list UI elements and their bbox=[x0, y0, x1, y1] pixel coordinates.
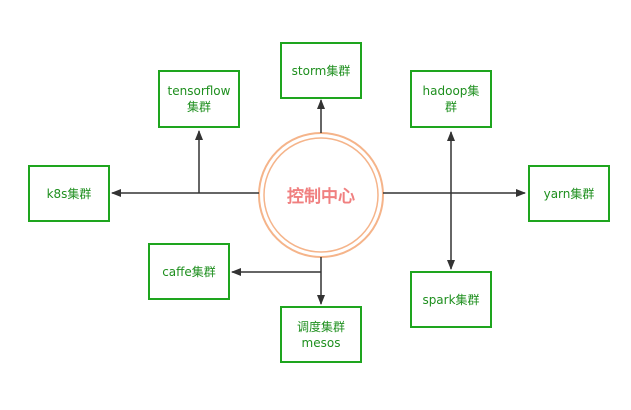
node-k8s[interactable]: k8s集群 bbox=[28, 165, 110, 222]
node-caffe[interactable]: caffe集群 bbox=[148, 243, 230, 300]
node-mesos[interactable]: 调度集群 mesos bbox=[280, 306, 362, 363]
node-hadoop[interactable]: hadoop集 群 bbox=[410, 70, 492, 128]
node-yarn[interactable]: yarn集群 bbox=[528, 165, 610, 222]
node-storm[interactable]: storm集群 bbox=[280, 42, 362, 99]
node-caffe-label: caffe集群 bbox=[162, 264, 216, 279]
node-tensorflow-label: tensorflow 集群 bbox=[167, 84, 231, 114]
node-yarn-label: yarn集群 bbox=[543, 186, 595, 201]
node-k8s-label: k8s集群 bbox=[46, 186, 92, 201]
node-spark-label: spark集群 bbox=[422, 292, 480, 307]
node-mesos-label: 调度集群 mesos bbox=[296, 319, 345, 350]
center-ring-inner bbox=[263, 137, 379, 253]
node-spark[interactable]: spark集群 bbox=[410, 271, 492, 328]
node-storm-label: storm集群 bbox=[291, 63, 351, 78]
center-label: 控制中心 bbox=[287, 187, 355, 207]
node-tensorflow[interactable]: tensorflow 集群 bbox=[158, 70, 240, 128]
node-hadoop-label: hadoop集 群 bbox=[422, 84, 480, 114]
